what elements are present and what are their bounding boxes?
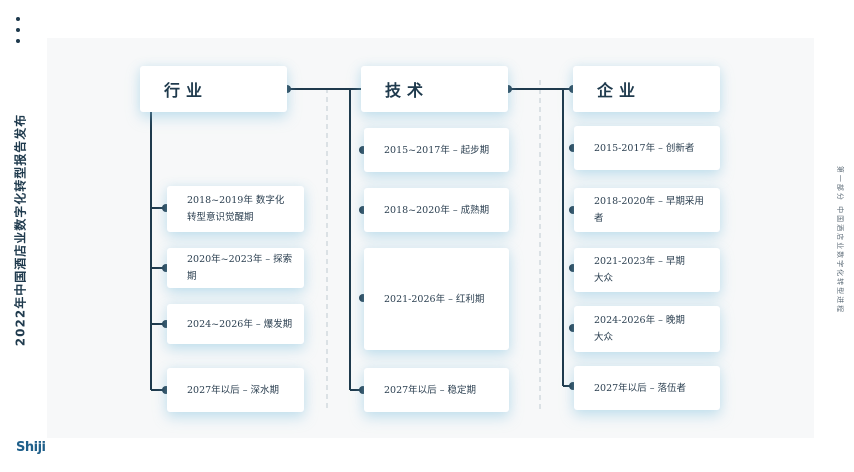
- header-technology: 技术: [361, 66, 508, 112]
- header-enterprise: 企业: [573, 66, 720, 112]
- enterprise-stage-2: 2018-2020年 – 早期采用者: [574, 188, 720, 232]
- technology-stage-1: 2015~2017年 – 起步期: [364, 128, 509, 172]
- shiji-logo: Shiji: [16, 440, 46, 455]
- enterprise-stage-4: 2024-2026年 – 晚期大众: [574, 306, 720, 352]
- technology-stage-4: 2027年以后 – 稳定期: [364, 368, 509, 412]
- industry-stage-4: 2027年以后 – 深水期: [167, 368, 304, 412]
- more-menu-icon[interactable]: [16, 17, 22, 50]
- header-industry: 行业: [140, 66, 287, 112]
- industry-stage-2: 2020年~2023年 – 探索期: [167, 248, 304, 288]
- enterprise-stage-1: 2015-2017年 – 创新者: [574, 126, 720, 170]
- technology-stage-3: 2021-2026年 – 红利期: [364, 248, 509, 350]
- enterprise-stage-5: 2027年以后 – 落伍者: [574, 366, 720, 410]
- enterprise-stage-3: 2021-2023年 – 早期大众: [574, 248, 720, 292]
- technology-stage-2: 2018~2020年 – 成熟期: [364, 188, 509, 232]
- industry-stage-1: 2018~2019年 数字化转型意识觉醒期: [167, 186, 304, 232]
- industry-stage-3: 2024~2026年 – 爆发期: [167, 304, 304, 344]
